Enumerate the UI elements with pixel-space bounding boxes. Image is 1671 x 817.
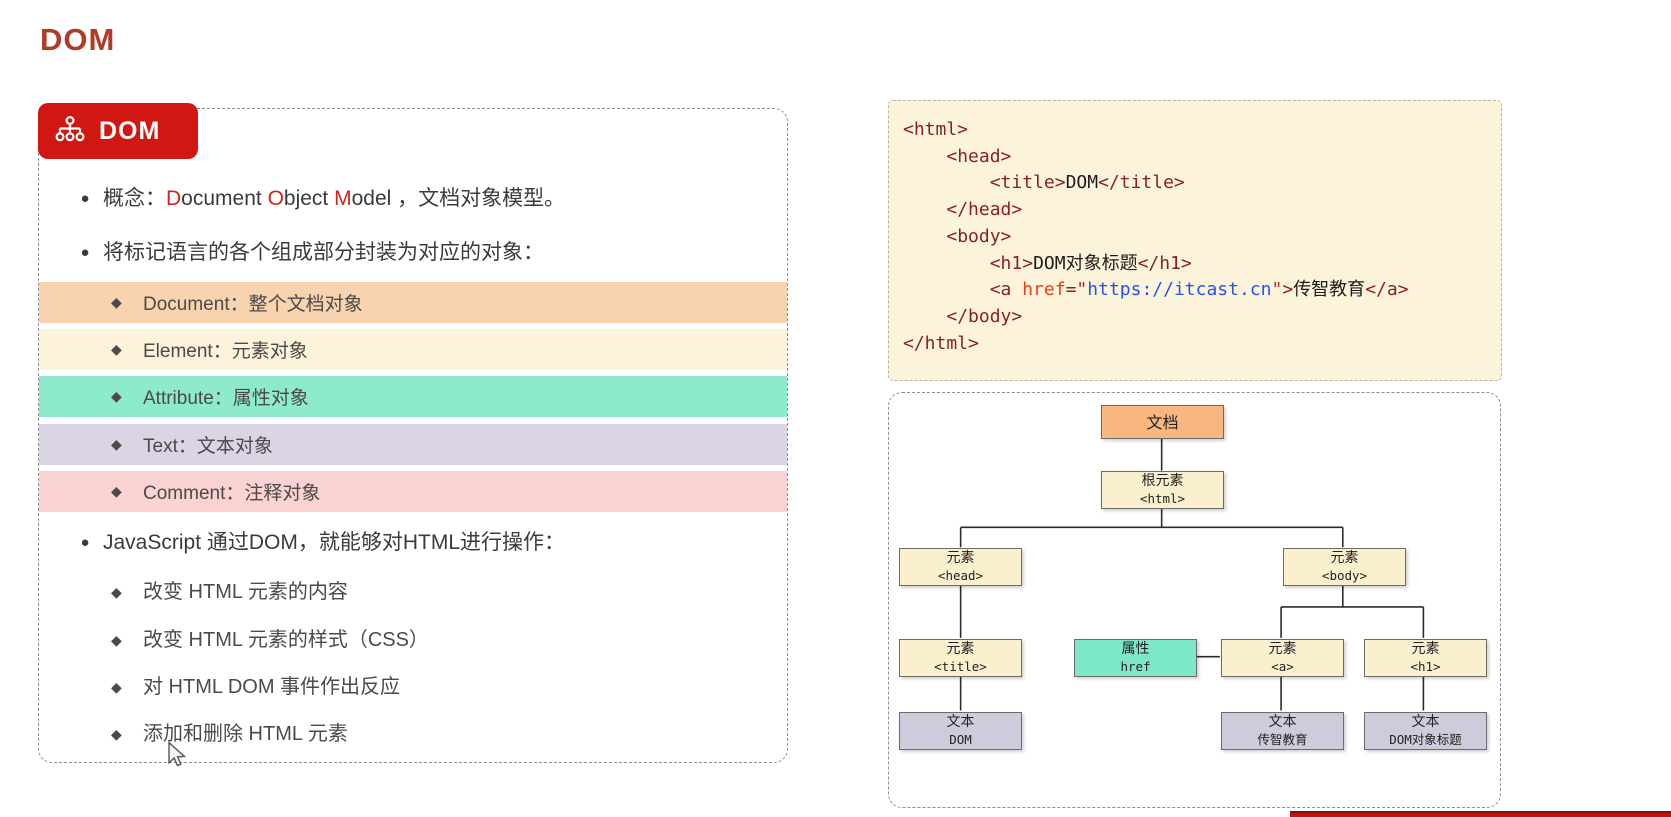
tree-node-tag: <h1> [1410,659,1441,674]
tree-connectors [959,438,1425,711]
dot-bullet-icon: ● [80,190,90,207]
bullet-wrap-objects: ● 将标记语言的各个组成部分封装为对应的对象： [39,239,787,267]
tree-node-root-html: 根元素 <html> [1101,471,1224,509]
diamond-bullet-icon: ◆ [111,483,122,499]
code-line: <title>DOM</title> [989,172,1185,194]
dom-badge: DOM [38,103,198,159]
sub-bullet-text: 对 HTML DOM 事件作出反应 [143,676,401,698]
tree-node-tag: href [1120,659,1151,674]
diamond-bullet-icon: ◆ [111,388,122,404]
code-line: <head> [946,145,1012,167]
tree-node-text-dom: 文本 DOM [899,712,1022,750]
dom-tree-panel: 文档 根元素 <html> 元素 <head> 元素 <body> 元素 <ti… [888,392,1501,808]
tree-node-tag: DOM对象标题 [1389,732,1462,747]
object-row-label: Document：整个文档对象 [143,294,363,315]
object-row-document: ◆ Document：整个文档对象 [39,282,787,323]
sub-bullet-add-remove: ◆ 添加和删除 HTML 元素 [39,721,787,747]
tree-node-tag: <html> [1139,491,1186,506]
tree-node-label: 元素 [1330,550,1359,566]
page-title: DOM [40,22,116,57]
sub-bullet-change-style: ◆ 改变 HTML 元素的样式（CSS） [39,627,787,653]
sub-bullet-change-content: ◆ 改变 HTML 元素的内容 [39,579,787,605]
tree-node-tag: <body> [1321,568,1368,583]
tree-node-body: 元素 <body> [1283,548,1406,586]
tree-node-label: 元素 [1268,641,1297,657]
code-line: </html> [903,332,979,354]
tree-node-label: 元素 [946,550,975,566]
mouse-cursor [168,742,187,767]
bullet-concept-text: 概念：Document Object Model ，文档对象模型。 [103,187,566,210]
tree-node-tag: <title> [934,659,987,674]
dot-bullet-icon: ● [80,534,90,551]
tree-node-tag: <head> [937,568,984,583]
tree-node-label: 文本 [1268,714,1297,730]
tree-node-title: 元素 <title> [899,639,1022,677]
object-row-text: ◆ Text：文本对象 [39,424,787,465]
sub-bullet-text: 添加和删除 HTML 元素 [143,723,348,745]
dom-badge-label: DOM [99,116,161,145]
tree-node-a: 元素 <a> [1221,639,1344,677]
code-line: <h1>DOM对象标题</h1> [989,252,1192,274]
tree-node-tag: <a> [1271,659,1294,674]
tree-node-text-h1: 文本 DOM对象标题 [1364,712,1487,750]
diamond-bullet-icon: ◆ [111,583,122,600]
diamond-bullet-icon: ◆ [111,294,122,310]
object-row-label: Text：文本对象 [143,436,273,457]
sub-bullet-text: 改变 HTML 元素的内容 [143,581,348,603]
code-line: <body> [946,225,1012,247]
code-line: <a href="https://itcast.cn">传智教育</a> [989,279,1409,301]
diamond-bullet-icon: ◆ [111,436,122,452]
bullet-wrap-objects-text: 将标记语言的各个组成部分封装为对应的对象： [103,241,544,264]
tree-node-h1: 元素 <h1> [1364,639,1487,677]
tree-node-head: 元素 <head> [899,548,1022,586]
tree-node-label: 属性 [1121,641,1150,657]
sitemap-icon [55,115,85,142]
object-row-comment: ◆ Comment：注释对象 [39,471,787,512]
sub-bullet-text: 改变 HTML 元素的样式（CSS） [143,629,429,651]
code-line: </body> [946,305,1023,327]
object-row-label: Element：元素对象 [143,341,308,362]
tree-node-label: 根元素 [1141,473,1184,489]
tree-node-text-itcast: 文本 传智教育 [1221,712,1344,750]
dot-bullet-icon: ● [80,244,90,261]
object-row-attribute: ◆ Attribute：属性对象 [39,376,787,417]
object-row-label: Comment：注释对象 [143,483,321,504]
bottom-red-bar [1290,811,1671,817]
bullet-concept: ● 概念：Document Object Model ，文档对象模型。 [39,185,787,213]
diamond-bullet-icon: ◆ [111,341,122,357]
bullet-js-dom-text: JavaScript 通过DOM，就能够对HTML进行操作： [103,531,566,554]
tree-node-label: 文本 [946,714,975,730]
tree-node-tag: 传智教育 [1257,732,1308,747]
dom-summary-panel: ● 概念：Document Object Model ，文档对象模型。 ● 将标… [38,108,788,763]
tree-node-label: 元素 [1411,641,1440,657]
object-row-element: ◆ Element：元素对象 [39,329,787,370]
code-line: <html> [903,119,969,140]
tree-node-label: 文档 [1146,412,1179,432]
object-row-label: Attribute：属性对象 [143,388,309,409]
diamond-bullet-icon: ◆ [111,725,122,742]
tree-node-document: 文档 [1101,405,1224,439]
tree-node-attr-href: 属性 href [1074,639,1197,677]
tree-node-label: 文本 [1411,714,1440,730]
diamond-bullet-icon: ◆ [111,678,122,695]
bullet-js-dom: ● JavaScript 通过DOM，就能够对HTML进行操作： [39,529,787,557]
diamond-bullet-icon: ◆ [111,631,122,648]
tree-node-tag: DOM [949,732,972,747]
sub-bullet-react-events: ◆ 对 HTML DOM 事件作出反应 [39,674,787,700]
html-code-panel: <html> <head> <title>DOM</title> </head>… [888,100,1502,381]
tree-node-label: 元素 [946,641,975,657]
code-line: </head> [946,199,1023,221]
